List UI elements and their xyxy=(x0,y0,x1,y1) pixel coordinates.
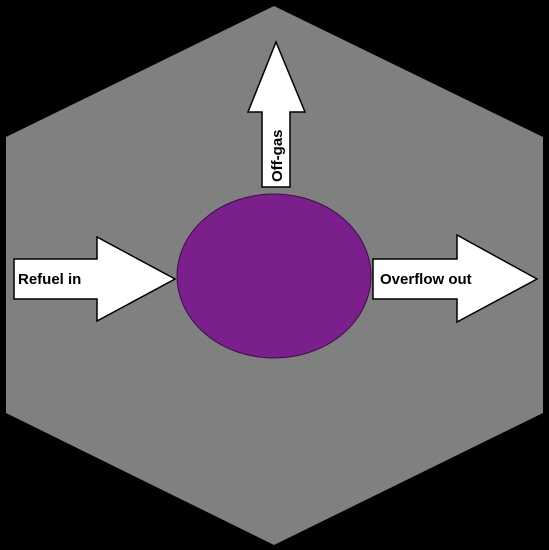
overflow-out-arrow xyxy=(372,233,539,324)
overflow-out-label: Overflow out xyxy=(380,271,472,288)
refuel-in-arrow xyxy=(13,235,177,323)
off-gas-arrow xyxy=(246,40,307,188)
off-gas-label: Off-gas xyxy=(269,130,286,183)
refuel-in-label: Refuel in xyxy=(18,271,81,288)
core-ellipse xyxy=(176,193,372,359)
